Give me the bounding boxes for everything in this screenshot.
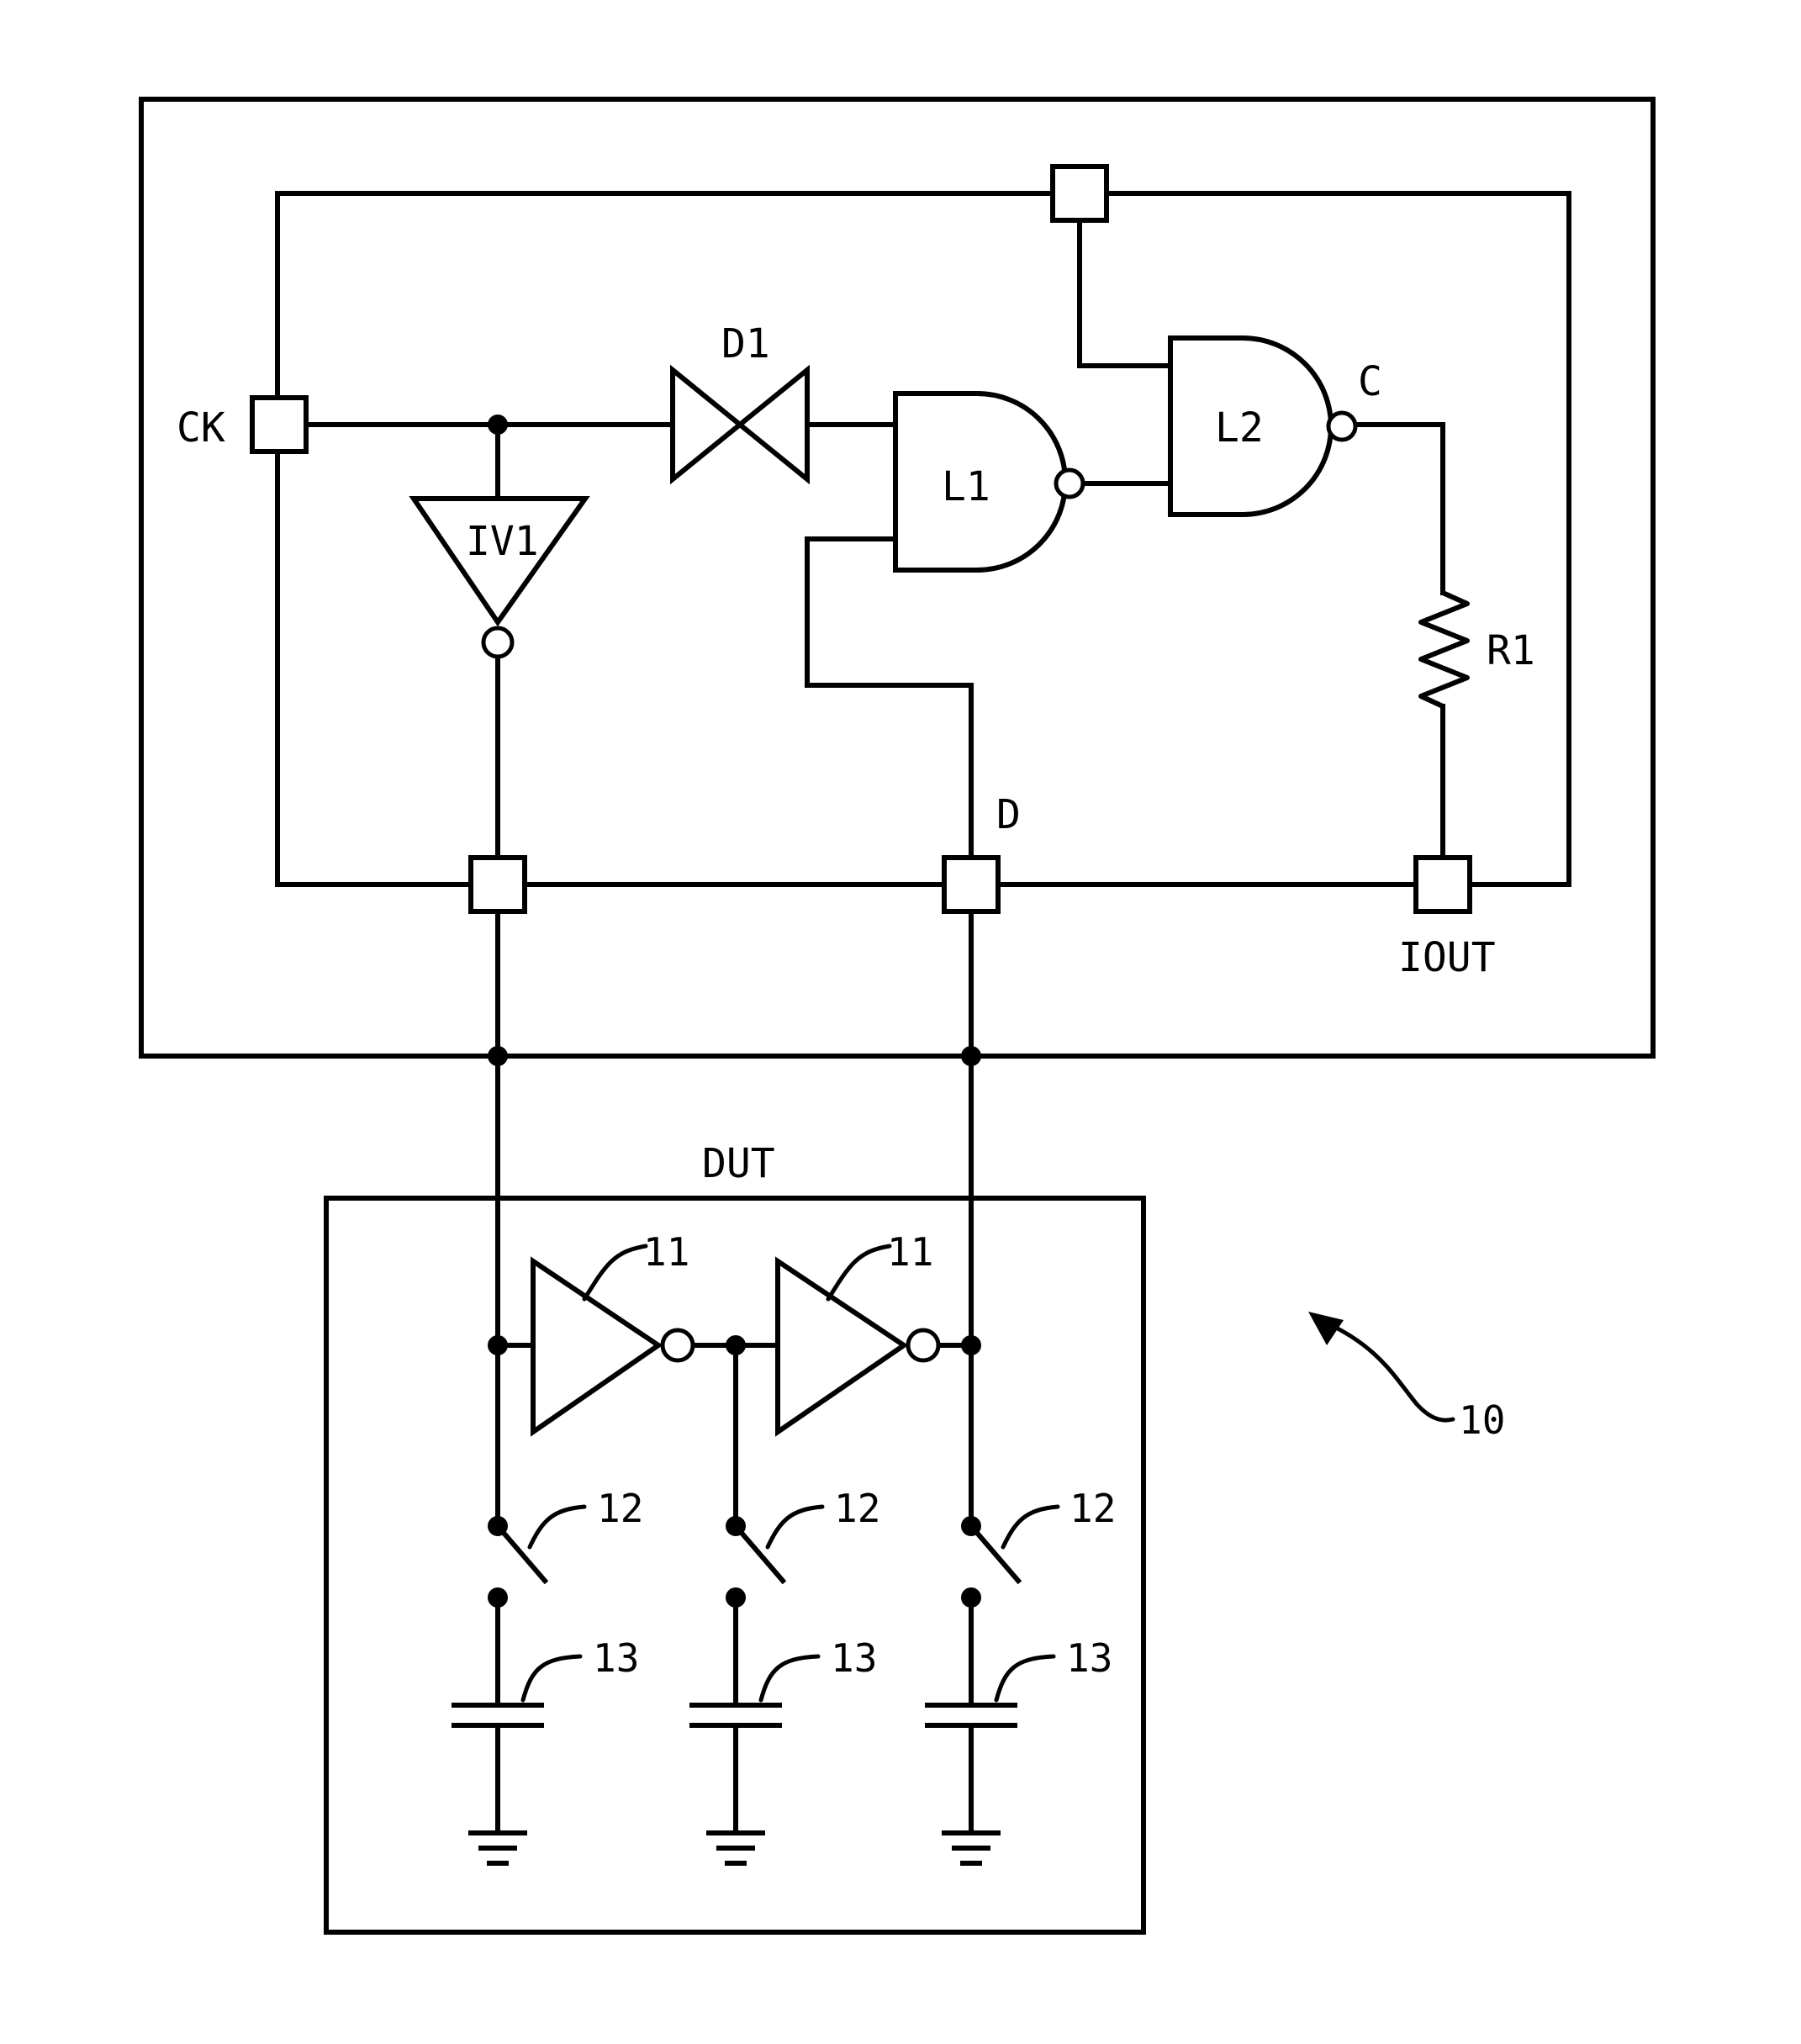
ground-symbol-mid <box>709 1833 763 1863</box>
junction-dot <box>488 1335 508 1355</box>
label-r1: R1 <box>1487 627 1535 674</box>
label-ref-10: 10 <box>1459 1397 1505 1443</box>
leader-line-13-left <box>523 1656 580 1700</box>
junction-dot <box>488 415 508 435</box>
switch-12-right <box>971 1526 1018 1833</box>
leader-line-12-mid <box>768 1507 822 1547</box>
label-ref-12-mid: 12 <box>834 1486 880 1531</box>
transmission-gate-d1 <box>673 370 807 479</box>
switch-contact-dot <box>726 1587 746 1608</box>
label-d1: D1 <box>721 320 770 367</box>
switch-contact-dot <box>961 1587 981 1608</box>
label-ref-13-mid: 13 <box>831 1635 877 1681</box>
label-ref-12-right: 12 <box>1070 1486 1116 1531</box>
label-l1: L1 <box>942 463 990 510</box>
switch-12-left <box>498 1526 545 1833</box>
leader-line-11-right <box>828 1246 890 1299</box>
label-iout: IOUT <box>1398 934 1496 981</box>
leader-line-12-right <box>1003 1507 1058 1547</box>
top-pad <box>1053 166 1106 220</box>
junction-dot <box>961 1335 981 1355</box>
ground-symbol-left <box>471 1833 525 1863</box>
ground-symbol-right <box>944 1833 998 1863</box>
label-l2: L2 <box>1215 404 1264 452</box>
junction-dot <box>961 1046 981 1066</box>
switch-contact-dot <box>488 1587 508 1608</box>
label-ref-12-left: 12 <box>597 1486 643 1531</box>
d-pad <box>944 858 998 911</box>
capacitor-13-left <box>454 1705 541 1725</box>
iout-pad <box>1416 858 1470 911</box>
inverter-11-left <box>533 1261 693 1432</box>
label-iv1: IV1 <box>466 518 539 565</box>
leader-line-13-right <box>996 1656 1054 1700</box>
junction-dot <box>726 1335 746 1355</box>
label-ref-11-left: 11 <box>643 1229 689 1275</box>
bottom-pad-left <box>471 858 525 911</box>
resistor-r1 <box>1421 593 1467 706</box>
switch-contact-dot <box>961 1516 981 1536</box>
capacitor-13-right <box>927 1705 1015 1725</box>
switch-12-mid <box>736 1526 783 1833</box>
label-d: D <box>996 791 1021 838</box>
ck-pad <box>252 398 306 452</box>
label-ref-13-left: 13 <box>593 1635 639 1681</box>
reference-arrow-10 <box>1308 1312 1453 1420</box>
capacitor-13-mid <box>692 1705 779 1725</box>
leader-line-13-mid <box>761 1656 818 1700</box>
label-ref-13-right: 13 <box>1066 1635 1112 1681</box>
label-dut: DUT <box>702 1140 775 1187</box>
label-c: C <box>1358 358 1382 405</box>
switch-contact-dot <box>488 1516 508 1536</box>
leader-line-12-left <box>530 1507 584 1547</box>
junction-dot <box>488 1046 508 1066</box>
label-ck: CK <box>177 404 225 452</box>
switch-contact-dot <box>726 1516 746 1536</box>
label-ref-11-right: 11 <box>887 1229 933 1275</box>
leader-line-11-left <box>584 1246 646 1299</box>
inverter-11-right <box>778 1261 938 1432</box>
